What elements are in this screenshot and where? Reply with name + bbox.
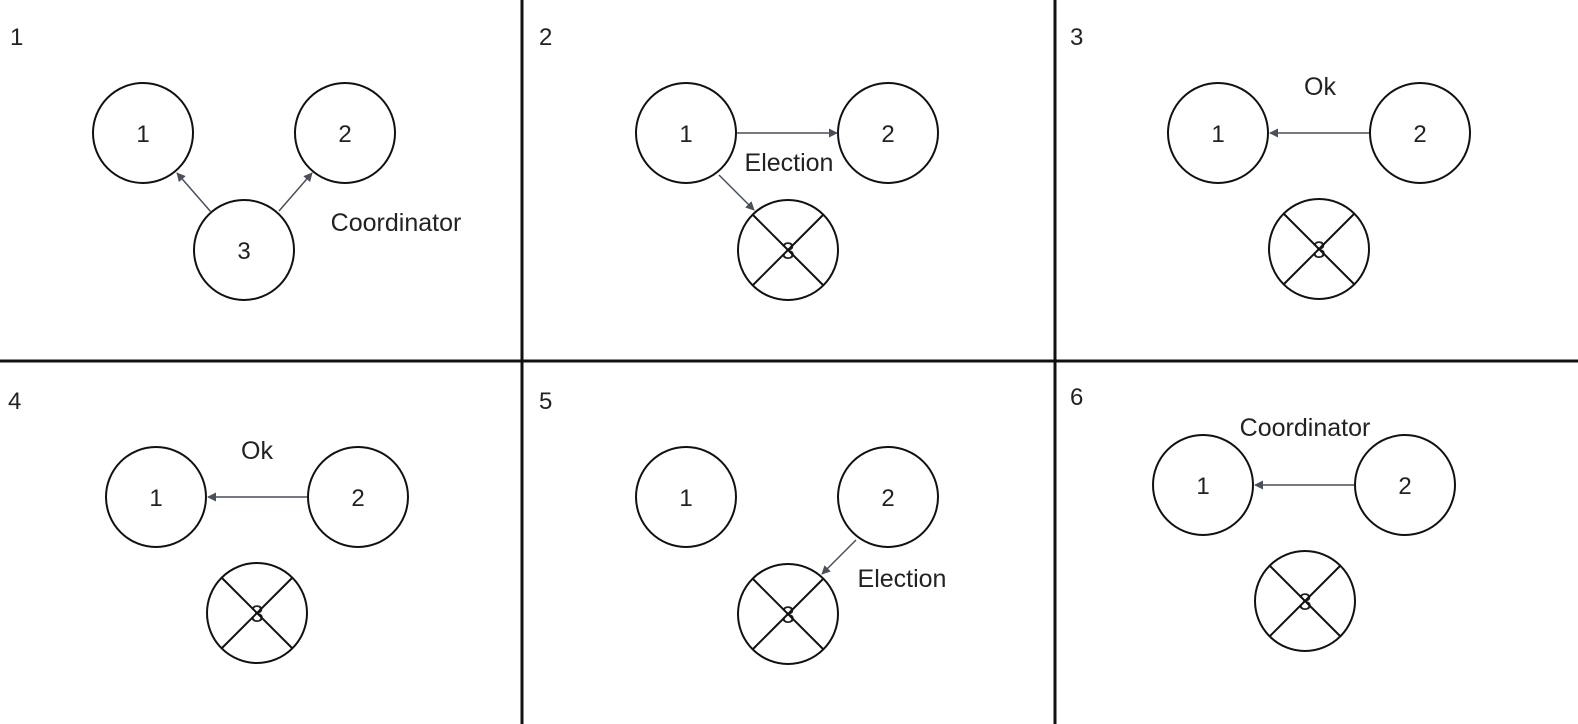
node-label: 1 [1211, 121, 1224, 148]
node-2 [837, 446, 939, 548]
node-label: 2 [351, 485, 364, 512]
node-2 [307, 446, 409, 548]
message-label: Ok [1304, 73, 1336, 101]
node-label: 2 [1413, 121, 1426, 148]
failed-node-3: 3 [737, 199, 839, 301]
panel-number: 4 [8, 388, 21, 415]
message-arrow [176, 172, 212, 213]
node-label: 3 [237, 238, 250, 265]
panel-4: 4 1 2 3 Ok [8, 388, 409, 664]
panel-1: 1 1 2 3 Coordinator [10, 24, 462, 301]
message-arrow [278, 172, 313, 212]
node-label: 1 [679, 121, 692, 148]
failed-node-3: 3 [1268, 198, 1370, 300]
message-arrow [821, 539, 857, 575]
panel-2: 2 1 2 3 Election [539, 24, 939, 301]
node-2 [837, 82, 939, 184]
node-label: 2 [881, 121, 894, 148]
message-label: Election [858, 565, 947, 593]
message-label: Coordinator [1240, 414, 1371, 442]
message-label: Election [745, 149, 834, 177]
node-1 [635, 82, 737, 184]
failed-node-3: 3 [737, 563, 839, 665]
cross-icon [752, 578, 824, 650]
failed-node-3: 3 [206, 562, 308, 664]
message-label: Coordinator [331, 209, 462, 237]
node-label: 2 [881, 485, 894, 512]
node-label: 3 [1298, 589, 1311, 616]
panel-number: 2 [539, 24, 552, 51]
node-label: 1 [1196, 473, 1209, 500]
cross-icon [221, 577, 293, 649]
node-label: 2 [1398, 473, 1411, 500]
node-1 [105, 446, 207, 548]
node-label: 3 [781, 238, 794, 265]
cross-icon [752, 214, 824, 286]
node-label: 1 [149, 485, 162, 512]
panel-6: 6 1 2 3 Coordinator [1070, 384, 1456, 652]
panel-number: 3 [1070, 24, 1083, 51]
cross-icon [1269, 565, 1341, 637]
node-1 [635, 446, 737, 548]
panel-3: 3 1 2 3 Ok [1070, 24, 1471, 300]
node-label: 1 [679, 485, 692, 512]
node-2 [1369, 82, 1471, 184]
panel-number: 5 [539, 388, 552, 415]
node-1 [1152, 434, 1254, 536]
panel-5: 5 1 2 3 Election [539, 388, 947, 665]
node-2 [1354, 434, 1456, 536]
message-arrow [718, 174, 755, 211]
node-3 [193, 199, 295, 301]
node-label: 2 [338, 121, 351, 148]
node-2 [294, 82, 396, 184]
panel-number: 6 [1070, 384, 1083, 411]
panel-number: 1 [10, 24, 23, 51]
node-label: 1 [136, 121, 149, 148]
node-label: 3 [250, 601, 263, 628]
cross-icon [1283, 213, 1355, 285]
message-label: Ok [241, 437, 273, 465]
node-label: 3 [1312, 237, 1325, 264]
node-1 [92, 82, 194, 184]
node-1 [1167, 82, 1269, 184]
node-label: 3 [781, 602, 794, 629]
failed-node-3: 3 [1254, 550, 1356, 652]
